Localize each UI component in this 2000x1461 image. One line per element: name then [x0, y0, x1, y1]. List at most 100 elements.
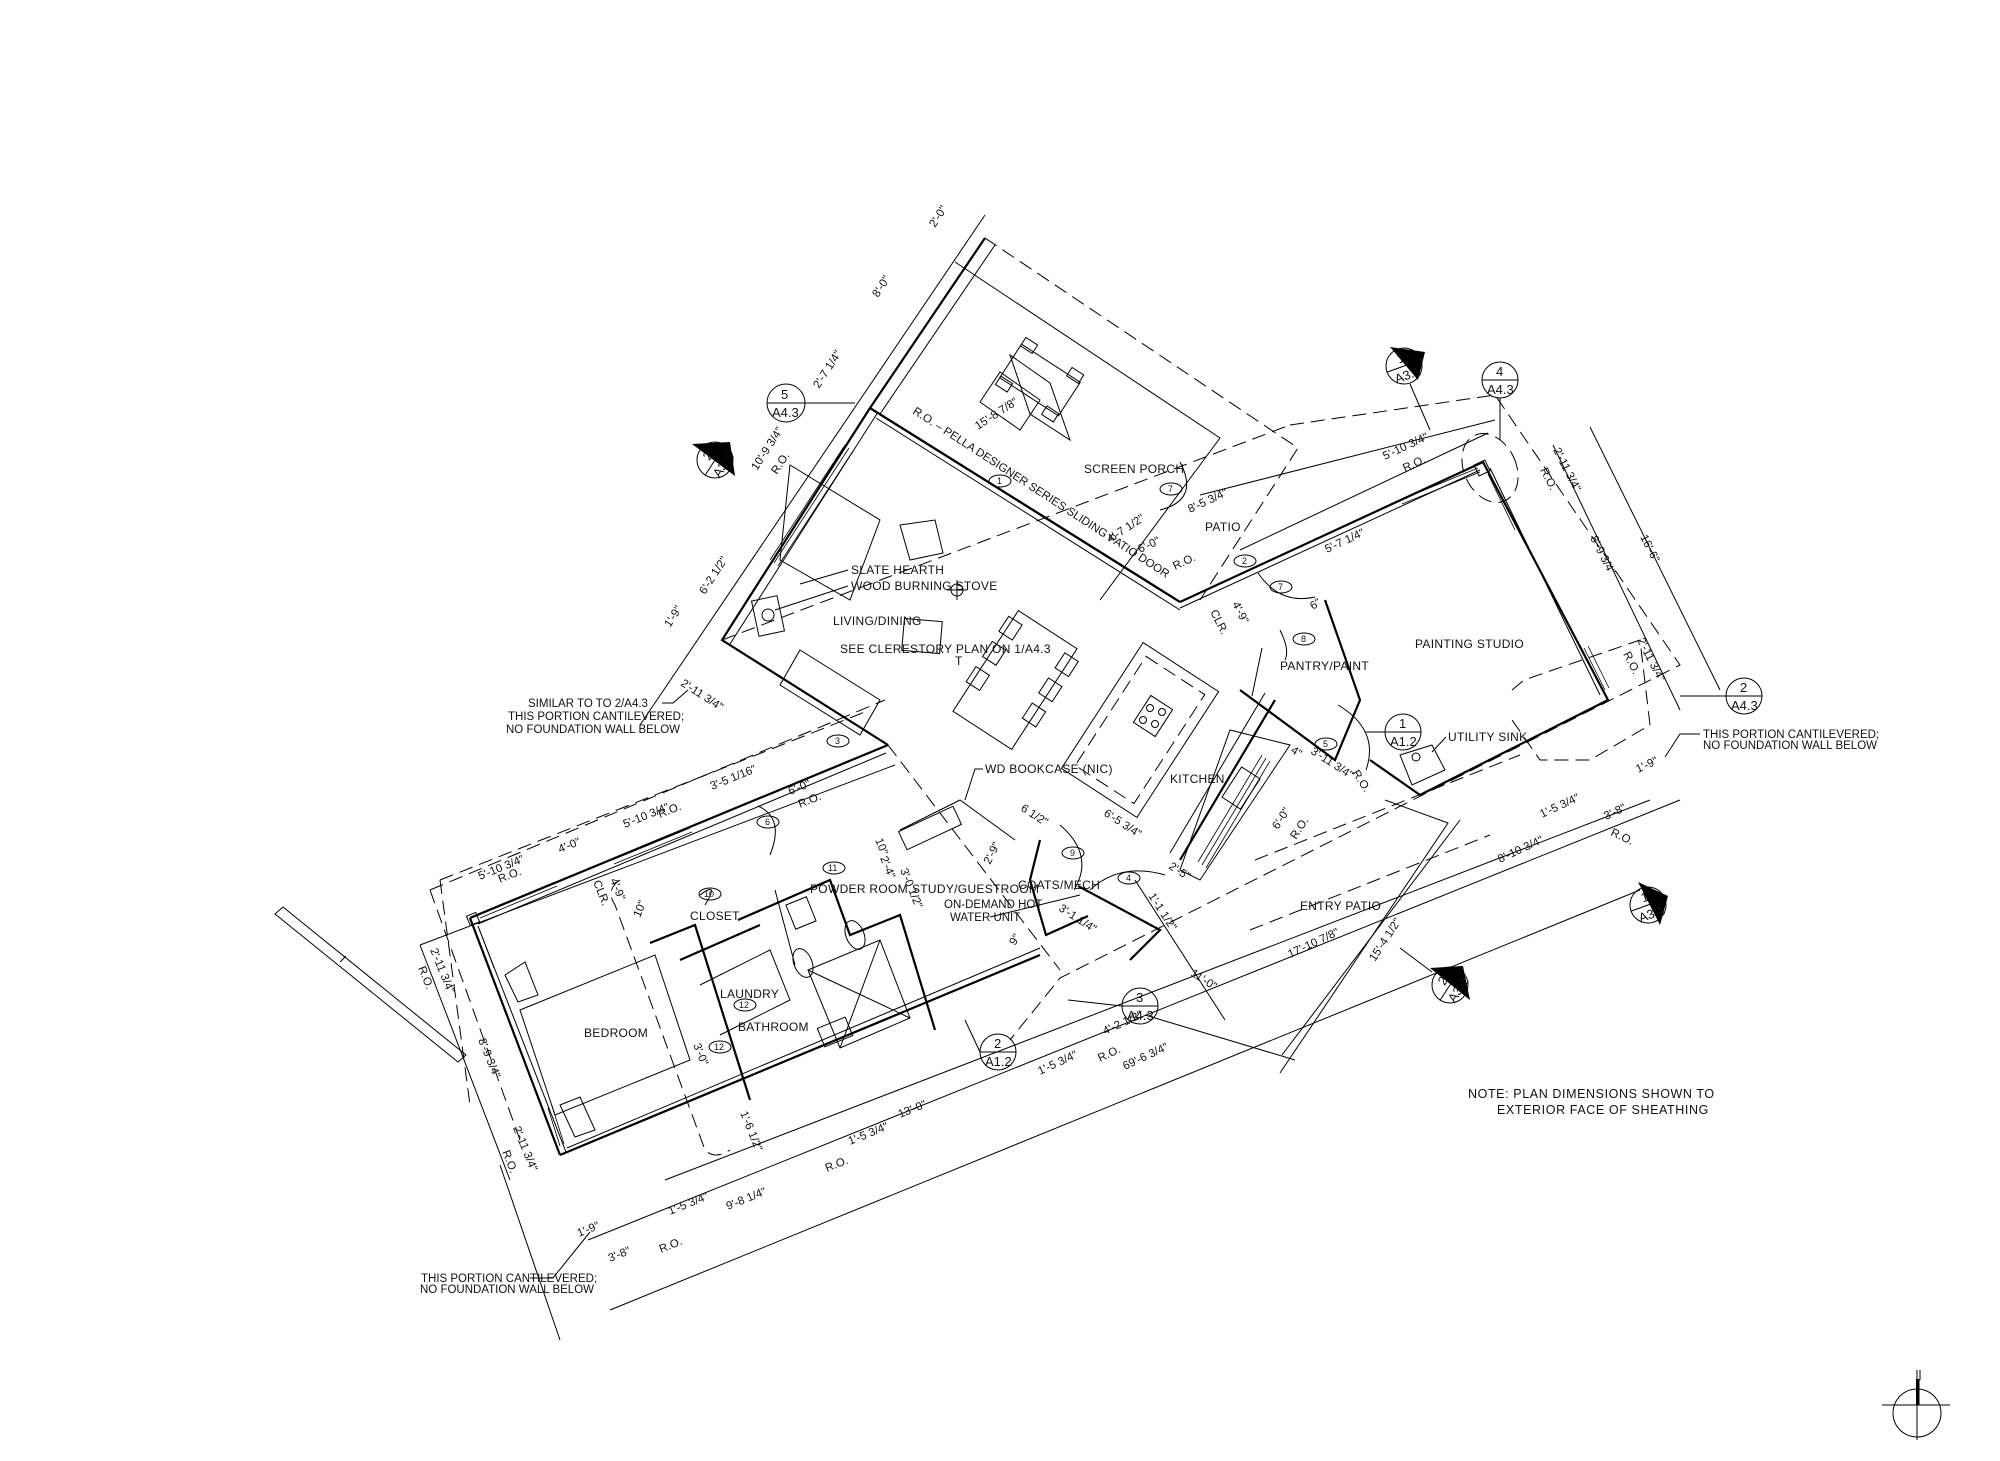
- svg-text:1'-5 3/4": 1'-5 3/4": [1036, 1049, 1079, 1078]
- svg-text:1'-9": 1'-9": [1634, 755, 1660, 776]
- svg-text:17'-10 7/8": 17'-10 7/8": [1286, 927, 1341, 961]
- detached-screen-panel: [274, 906, 467, 1063]
- door-tag-3: [826, 734, 850, 748]
- room-label-closet: CLOSET: [690, 909, 740, 923]
- door-tag-11: [822, 861, 846, 875]
- svg-text:7: 7: [1168, 484, 1173, 494]
- door-tag-8: [1292, 632, 1316, 646]
- svg-text:1'-9": 1'-9": [662, 604, 685, 630]
- clerestory-box: [901, 617, 943, 655]
- annotation-hot-water-2: WATER UNIT: [950, 912, 1020, 924]
- svg-text:2'-0": 2'-0": [927, 204, 950, 230]
- bedroom-wing-walls: [465, 743, 1041, 1157]
- kitchen-area: [1060, 641, 1291, 881]
- svg-text:3'-8": 3'-8": [607, 1245, 633, 1265]
- annotation-clerestory: SEE CLERESTORY PLAN ON 1/A4.3: [840, 642, 1051, 656]
- svg-text:10: 10: [704, 889, 714, 899]
- powder-sink-icon: [785, 896, 817, 930]
- svg-text:4": 4": [1288, 744, 1303, 760]
- coats-study-walls: [897, 799, 1166, 961]
- svg-text:6: 6: [765, 817, 770, 827]
- svg-text:A4.3: A4.3: [1487, 382, 1514, 397]
- north-arrow-icon: [1882, 1370, 1950, 1440]
- svg-text:5: 5: [1323, 739, 1328, 749]
- svg-text:T: T: [955, 654, 963, 668]
- svg-text:1: 1: [1639, 889, 1651, 906]
- svg-text:A1.2: A1.2: [1390, 734, 1417, 749]
- pantry-area: [1239, 599, 1362, 762]
- svg-text:8'-9 3/4": 8'-9 3/4": [475, 1037, 502, 1081]
- svg-text:7: 7: [1278, 582, 1283, 592]
- svg-text:R.O.: R.O.: [1620, 650, 1641, 677]
- room-label-coats-mech: COATS/MECH: [1018, 878, 1100, 892]
- note-cantilever-right-1: THIS PORTION CANTILEVERED;: [1703, 729, 1879, 741]
- door-tag-4: [1117, 871, 1141, 885]
- svg-text:2: 2: [994, 1036, 1001, 1051]
- room-label-entry-patio: ENTRY PATIO: [1300, 899, 1381, 913]
- svg-text:2: 2: [1740, 680, 1747, 695]
- svg-text:8'-5 3/4": 8'-5 3/4": [1186, 487, 1229, 516]
- room-label-screen-porch: SCREEN PORCH: [1084, 462, 1184, 476]
- room-label-painting-studio: PAINTING STUDIO: [1415, 637, 1524, 651]
- svg-text:R.O.: R.O.: [1288, 815, 1311, 841]
- svg-text:6'-0": 6'-0": [1136, 535, 1162, 556]
- svg-text:1'-5 3/4": 1'-5 3/4": [847, 1121, 891, 1148]
- crosshair-icon: [947, 580, 967, 600]
- dimension-lines: [419, 214, 1721, 1341]
- svg-text:8'-0": 8'-0": [870, 274, 893, 300]
- room-label-bathroom: BATHROOM: [738, 1020, 809, 1034]
- room-label-patio: PATIO: [1205, 520, 1241, 534]
- svg-text:A4.3: A4.3: [1127, 1008, 1154, 1023]
- svg-text:R.O.: R.O.: [1096, 1044, 1122, 1065]
- svg-text:2'-11 3/4": 2'-11 3/4": [678, 677, 724, 713]
- svg-text:9": 9": [1007, 932, 1023, 947]
- svg-text:1: 1: [997, 476, 1002, 486]
- nightstand-icon: [559, 1096, 596, 1138]
- annotation-wood-stove: WOOD BURNING STOVE: [851, 579, 998, 593]
- svg-text:R.O.: R.O.: [824, 1155, 850, 1175]
- nightstand-icon: [504, 961, 539, 1003]
- door-tag-10: [698, 887, 722, 901]
- utility-sink-icon: [1399, 744, 1446, 786]
- svg-text:4: 4: [1126, 873, 1131, 883]
- svg-text:R.O.: R.O.: [1609, 827, 1635, 848]
- svg-text:69'-6 3/4": 69'-6 3/4": [1121, 1041, 1170, 1072]
- svg-text:CLR.: CLR.: [1207, 608, 1230, 637]
- svg-text:6'-0": 6'-0": [1270, 806, 1293, 832]
- door-tag-7: [1159, 482, 1183, 496]
- detail-marker-2-a1-2: 2 A1.2: [964, 1019, 1017, 1071]
- svg-text:3'-1 1/4": 3'-1 1/4": [1056, 902, 1098, 935]
- svg-text:4'-9": 4'-9": [1229, 600, 1250, 626]
- room-label-kitchen: KITCHEN: [1170, 772, 1225, 786]
- svg-text:R.O.: R.O.: [1171, 552, 1197, 573]
- svg-text:16'-6": 16'-6": [1637, 533, 1661, 565]
- door-tag-1: [988, 474, 1012, 488]
- bed-icon: [519, 954, 691, 1116]
- door-tag-12b: [708, 1040, 732, 1054]
- svg-text:A4.3: A4.3: [772, 405, 799, 420]
- general-note-line2: EXTERIOR FACE OF SHEATHING: [1497, 1103, 1709, 1117]
- svg-text:2'-11 3/4": 2'-11 3/4": [1634, 636, 1666, 684]
- svg-text:3'-5 1/16": 3'-5 1/16": [709, 763, 758, 792]
- svg-text:3'-0": 3'-0": [690, 1042, 710, 1068]
- painting-studio-walls: [1179, 433, 1651, 797]
- svg-text:3: 3: [835, 736, 840, 746]
- svg-text:9'-8 1/4": 9'-8 1/4": [725, 1186, 769, 1213]
- dining-table-icon: [952, 609, 1079, 751]
- svg-text:3: 3: [1136, 990, 1143, 1005]
- svg-text:1'-9": 1'-9": [576, 1220, 602, 1240]
- door-tag-7b: [756, 815, 780, 829]
- svg-text:1: 1: [1399, 716, 1406, 731]
- svg-text:11'-0": 11'-0": [1188, 967, 1218, 993]
- room-label-study: STUDY/GUESTROOM: [912, 882, 1039, 896]
- bath-sink-icon: [816, 1016, 854, 1048]
- svg-text:R.O.: R.O.: [658, 1236, 684, 1256]
- room-label-laundry: LAUNDRY: [720, 987, 779, 1001]
- general-note-line1: NOTE: PLAN DIMENSIONS SHOWN TO: [1468, 1087, 1715, 1101]
- svg-text:6'-2 1/2": 6'-2 1/2": [697, 555, 730, 597]
- note-cantilever-left-1: THIS PORTION CANTILEVERED;: [508, 711, 684, 723]
- svg-text:R.O.: R.O.: [1401, 454, 1427, 475]
- svg-text:6 1/2": 6 1/2": [1018, 802, 1049, 828]
- door-tag-2: [1233, 554, 1257, 568]
